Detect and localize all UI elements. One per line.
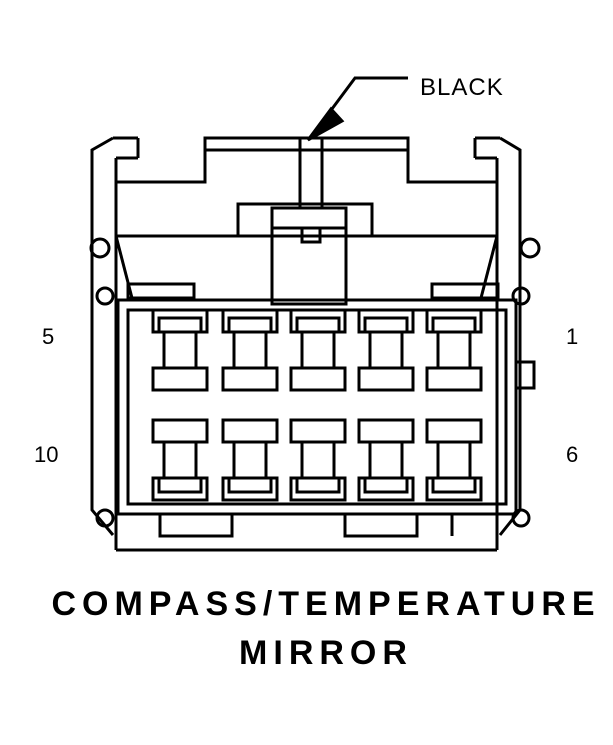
- cavity-stem: [436, 330, 472, 370]
- cavity-cap-bottom: [357, 476, 415, 502]
- cavity-cap-bottom: [357, 366, 415, 392]
- pin-label-bottom-right: 6: [566, 442, 578, 467]
- cavity-grid: [151, 308, 483, 502]
- cavity-frame-outer: [116, 298, 518, 516]
- cavity-cap-top: [425, 418, 483, 444]
- cavity-cap-top-inner: [227, 316, 273, 334]
- cavity-cap-top: [151, 308, 209, 334]
- left-lower-latch-hole: [95, 286, 115, 306]
- caption-line-2: MIRROR: [239, 634, 413, 672]
- pin-label-top-left: 5: [42, 324, 54, 349]
- cavity-cap-top: [289, 308, 347, 334]
- cavity-cap-bottom: [289, 366, 347, 392]
- cavity-cap-top: [151, 418, 209, 444]
- right-latch-ledge: [430, 282, 500, 300]
- cavity-stem: [300, 440, 336, 480]
- cavity-cap-top-inner: [295, 316, 341, 334]
- connector-housing: [90, 136, 522, 552]
- right-side-key: [514, 360, 536, 390]
- right-latch-hole: [519, 237, 541, 259]
- cavity-cap-bottom-inner: [431, 476, 477, 494]
- callout-arrowhead: [306, 106, 345, 142]
- cavity-stem: [368, 440, 404, 480]
- cavity-stem: [436, 440, 472, 480]
- left-latch-hole: [89, 237, 111, 259]
- caption-line-1: COMPASS/TEMPERATURE: [51, 585, 600, 623]
- cavity-stem: [162, 440, 198, 480]
- cavity-cap-bottom: [425, 366, 483, 392]
- cavity-stem: [232, 330, 268, 370]
- bottom-key-left: [158, 512, 234, 538]
- pin-label-top-right: 1: [566, 324, 578, 349]
- cavity-cap-top: [357, 308, 415, 334]
- cavity-cap-top: [289, 418, 347, 444]
- cavity-cap-bottom-inner: [227, 476, 273, 494]
- cavity-cap-bottom: [289, 476, 347, 502]
- right-bottom-latch-hole: [511, 508, 531, 528]
- right-lower-latch-hole: [511, 286, 531, 306]
- cavity-frame-inner: [126, 308, 508, 506]
- cavity-cap-top: [357, 418, 415, 444]
- cavity-cap-top: [221, 418, 279, 444]
- cavity-stem: [300, 330, 336, 370]
- cavity-cap-bottom: [151, 476, 209, 502]
- wire-color-callout: BLACK: [420, 74, 504, 101]
- cavity-cap-top: [425, 308, 483, 334]
- center-locking-tab: [236, 138, 374, 306]
- cavity-cap-bottom-inner: [295, 476, 341, 494]
- cavity-cap-bottom: [221, 476, 279, 502]
- left-latch-ledge: [126, 282, 196, 300]
- cavity-cap-bottom-inner: [363, 476, 409, 494]
- cavity-cap-top-inner: [363, 316, 409, 334]
- left-bottom-latch-hole: [95, 508, 115, 528]
- cavity-cap-bottom: [221, 366, 279, 392]
- cavity-cap-bottom-inner: [157, 476, 203, 494]
- cavity-stem: [162, 330, 198, 370]
- cavity-cap-top-inner: [431, 316, 477, 334]
- cavity-cap-bottom: [425, 476, 483, 502]
- cavity-stem: [232, 440, 268, 480]
- cavity-cap-top: [221, 308, 279, 334]
- cavity-cap-top-inner: [157, 316, 203, 334]
- cavity-cap-bottom: [151, 366, 209, 392]
- pin-label-bottom-left: 10: [34, 442, 58, 467]
- cavity-stem: [368, 330, 404, 370]
- bottom-key-right: [343, 512, 419, 538]
